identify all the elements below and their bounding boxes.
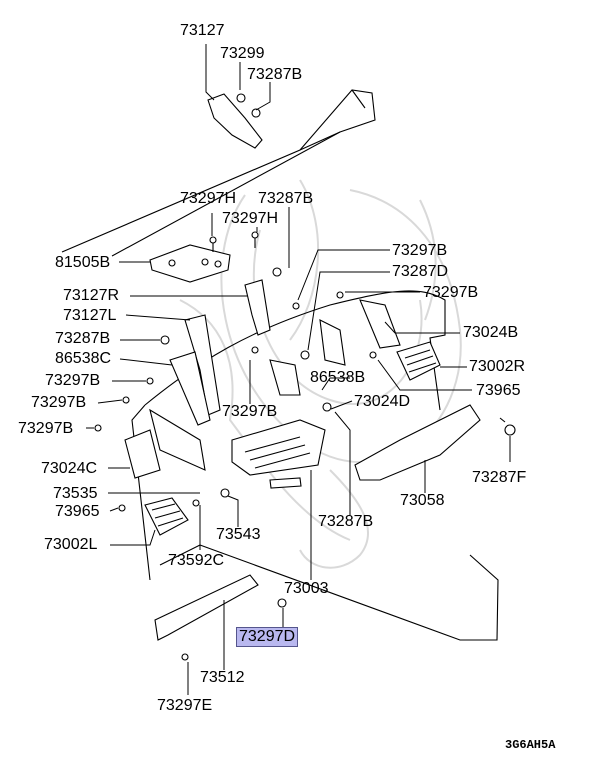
- part-label: 73297B: [18, 420, 74, 437]
- side-vent-right: [396, 341, 441, 381]
- part-label: 73002L: [44, 536, 98, 553]
- part-label: 73512: [200, 669, 245, 686]
- bracket-73512: [154, 574, 259, 641]
- part-label: 73024C: [41, 460, 98, 477]
- bracket-73127: [207, 93, 263, 149]
- part-label: 73287B: [318, 513, 374, 530]
- center-vent: [231, 419, 326, 489]
- part-label: 73287F: [472, 469, 527, 486]
- part-label: 86538B: [310, 369, 366, 386]
- part-label: 73003: [284, 580, 329, 597]
- diagram-code: 3G6AH5A: [505, 738, 556, 752]
- bracket-81505b: [149, 244, 231, 283]
- part-label: 73299: [220, 45, 265, 62]
- part-label: 73535: [53, 485, 98, 502]
- part-label: 73297H: [222, 210, 279, 227]
- part-label: 73287B: [55, 330, 111, 347]
- duct-73058: [354, 404, 481, 481]
- part-label: 73297B: [45, 372, 101, 389]
- part-label: 73297B: [392, 242, 448, 259]
- leader-lines: [86, 44, 511, 695]
- part-label: 73287B: [258, 190, 314, 207]
- part-label: 73287D: [392, 263, 449, 280]
- part-label: 73127L: [63, 307, 117, 324]
- part-label: 73965: [476, 382, 521, 399]
- part-label: 73127: [180, 22, 225, 39]
- fasteners: [94, 231, 516, 661]
- part-label: 73297H: [180, 190, 237, 207]
- reinforcement-left: [169, 279, 271, 426]
- part-label: 73127R: [63, 287, 120, 304]
- part-label: 73024D: [354, 393, 411, 410]
- part-label: 73297B: [31, 394, 87, 411]
- side-vent-left: [144, 497, 189, 536]
- highlighted-part-label[interactable]: 73297D: [236, 627, 299, 647]
- part-label: 73297E: [157, 697, 213, 714]
- part-label: 73297B: [423, 284, 479, 301]
- part-label: 73024B: [463, 324, 519, 341]
- part-label: 73965: [55, 503, 100, 520]
- duct-parts: [124, 299, 401, 479]
- part-label: 73592C: [168, 552, 225, 569]
- part-label: 73287B: [247, 66, 303, 83]
- support-beam: [61, 89, 376, 257]
- part-label: 73058: [400, 492, 445, 509]
- part-label: 73297B: [222, 403, 278, 420]
- part-label: 86538C: [55, 350, 112, 367]
- part-label: 73002R: [469, 358, 526, 375]
- part-label: 81505B: [55, 254, 111, 271]
- part-label: 73543: [216, 526, 261, 543]
